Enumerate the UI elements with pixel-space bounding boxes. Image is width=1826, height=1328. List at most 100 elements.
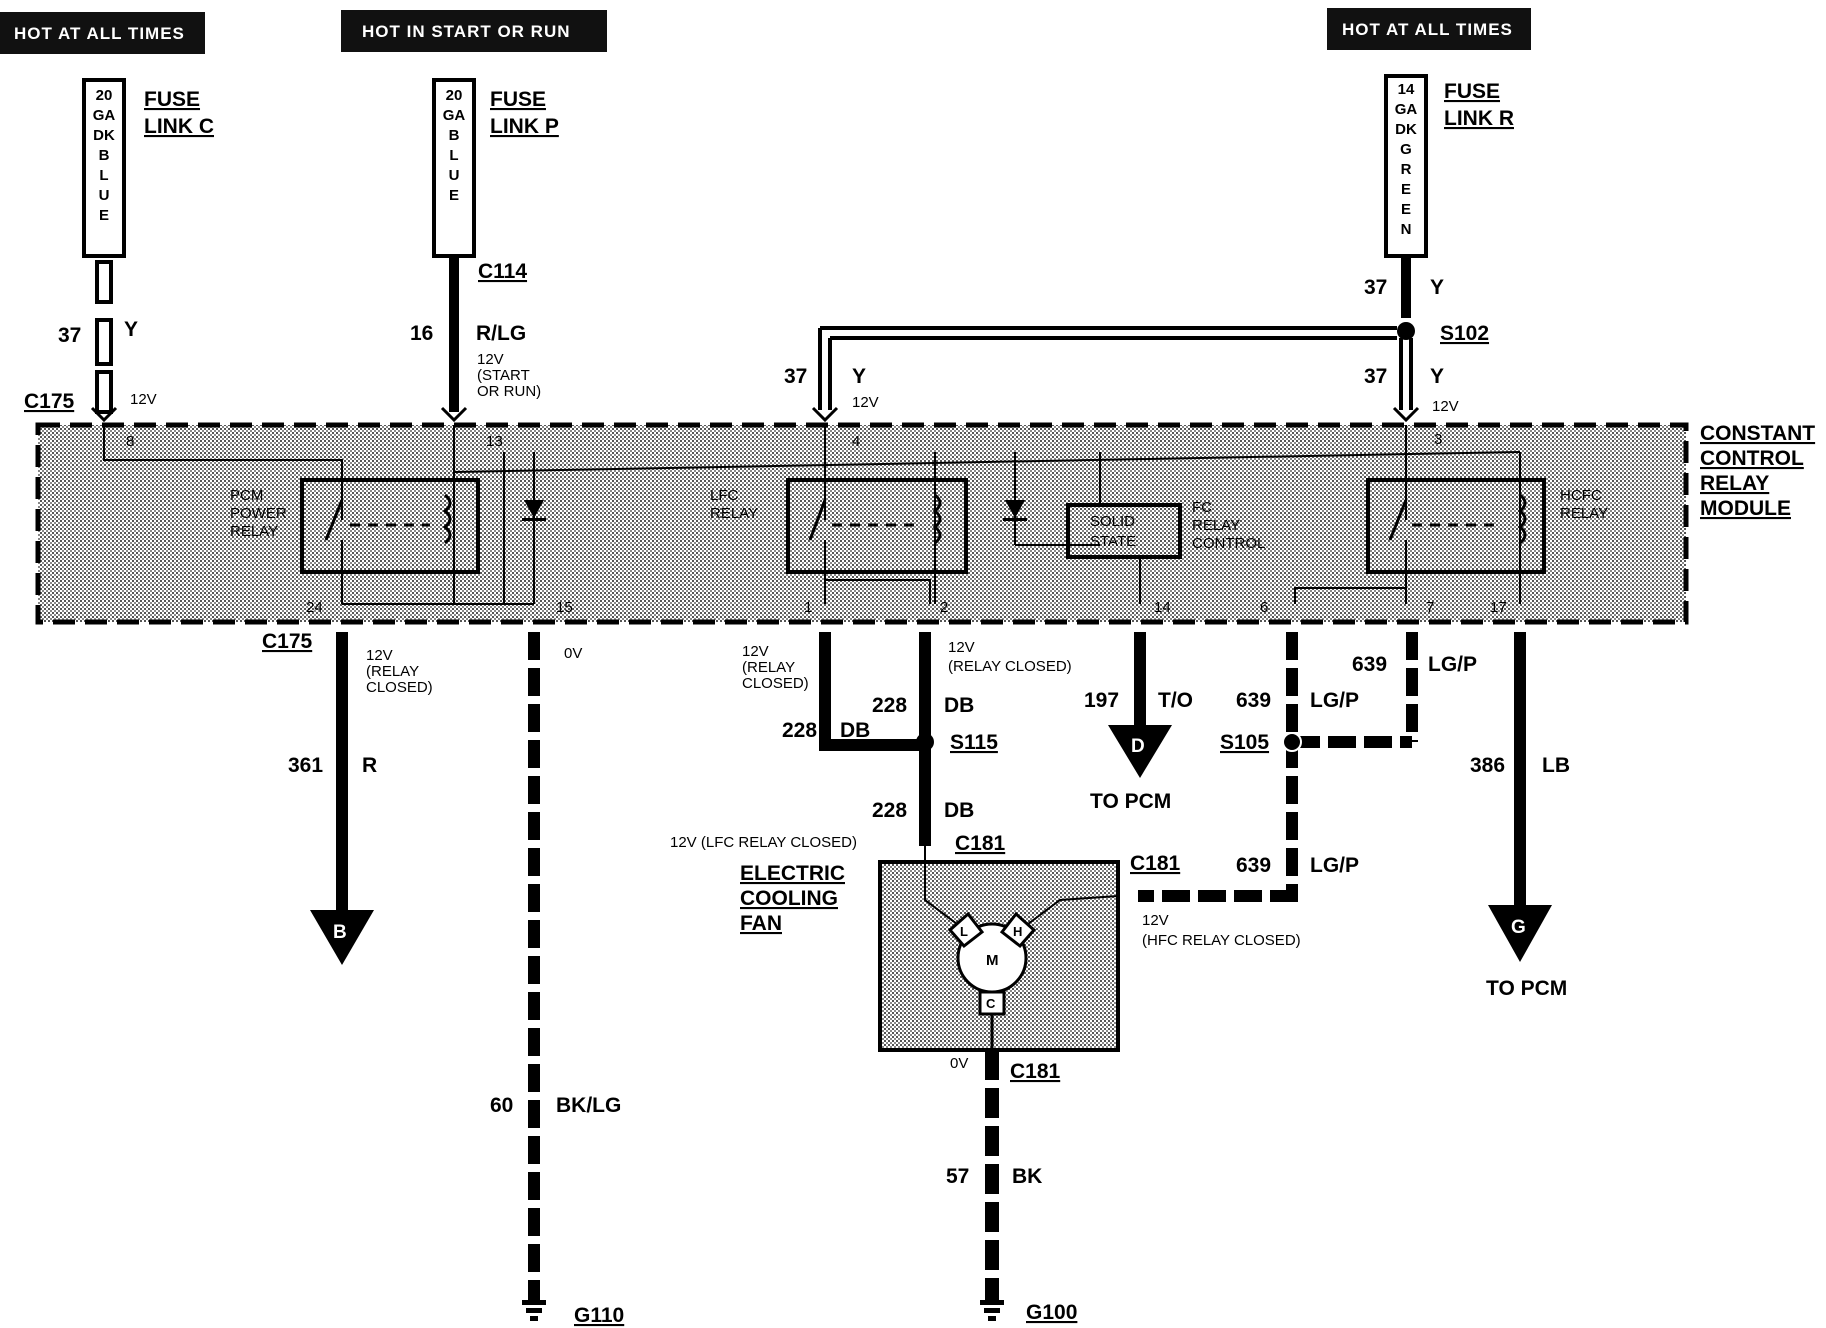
fuse-gauge-line: 20 [446,87,463,104]
svg-text:LB: LB [1542,754,1570,777]
svg-text:LG/P: LG/P [1310,689,1359,712]
svg-text:8: 8 [126,433,134,450]
svg-text:G100: G100 [1026,1301,1077,1324]
fuse-link-c-title-2: LINK C [144,115,214,138]
svg-text:G110: G110 [574,1304,624,1327]
pin-labels: 8 13 4 3 24 15 1 2 14 6 7 17 [126,431,1507,616]
svg-text:C181: C181 [955,832,1006,855]
header-left: HOT AT ALL TIMES [0,12,205,54]
svg-text:BK: BK [1012,1165,1042,1188]
svg-text:OR RUN): OR RUN) [477,383,541,400]
header-left-text: HOT AT ALL TIMES [14,24,185,43]
svg-text:DB: DB [840,719,870,742]
svg-text:12V: 12V [852,394,879,411]
svg-text:C: C [986,996,996,1011]
svg-text:0V: 0V [564,645,582,662]
svg-text:(RELAY: (RELAY [366,663,419,680]
fuse-gauge-line: E [1401,181,1411,198]
svg-text:4: 4 [852,433,860,450]
fan-title-2: COOLING [740,887,838,910]
svg-text:12V: 12V [1142,912,1169,929]
svg-text:R/LG: R/LG [476,322,526,345]
d-destination: TO PCM [1090,790,1171,813]
svg-text:C181: C181 [1010,1060,1061,1083]
fuse-gauge-line: GA [1395,101,1418,118]
diodes [522,500,1027,521]
fuse-gauge-line: L [449,147,458,164]
fuse-gauge-line: 14 [1398,81,1415,98]
svg-text:DB: DB [944,694,974,717]
svg-text:12V: 12V [948,639,975,656]
fan-title-3: FAN [740,912,782,935]
svg-text:CLOSED): CLOSED) [742,675,809,692]
svg-text:C114: C114 [478,260,527,283]
fuse-link-p-title-2: LINK P [490,115,559,138]
svg-text:FC: FC [1192,499,1212,516]
svg-text:60: 60 [490,1094,513,1117]
svg-text:Y: Y [852,365,866,388]
svg-text:R: R [362,754,377,777]
solid-state-block: SOLID STATE FC RELAY CONTROL [1066,499,1265,559]
lfc-relay: LFC RELAY [710,478,968,574]
svg-text:15: 15 [556,599,573,616]
svg-text:CONSTANT: CONSTANT [1700,422,1815,445]
svg-text:13: 13 [486,433,503,450]
svg-text:24: 24 [306,599,323,616]
svg-text:639: 639 [1236,854,1271,877]
svg-text:C175: C175 [262,630,313,653]
s105-splice [1282,732,1302,752]
svg-text:S115: S115 [950,731,998,754]
svg-text:1: 1 [804,599,812,616]
fuse-link-p-title-1: FUSE [490,88,546,111]
fuse-gauge-line: B [99,147,110,164]
fuse-gauge-line: 20 [96,87,113,104]
svg-text:37: 37 [1364,276,1387,299]
svg-text:STATE: STATE [1090,533,1136,550]
svg-text:C175: C175 [24,390,75,413]
svg-text:Y: Y [1430,365,1444,388]
svg-text:CONTROL: CONTROL [1192,535,1265,552]
svg-text:14: 14 [1154,599,1171,616]
svg-text:POWER: POWER [230,505,287,522]
top-wires [95,256,1413,414]
svg-text:PCM: PCM [230,487,263,504]
hcfc-relay: HCFC RELAY [1366,478,1608,574]
fuse-gauge-line: E [99,207,109,224]
svg-text:Y: Y [124,318,138,341]
svg-text:RELAY: RELAY [230,523,278,540]
fuse-link-r-title-2: LINK R [1444,107,1514,130]
svg-text:RELAY: RELAY [1560,505,1608,522]
svg-text:RELAY: RELAY [1192,517,1240,534]
fuse-gauge-line: U [99,187,110,204]
svg-text:0V: 0V [950,1055,968,1072]
svg-text:C181: C181 [1130,852,1181,875]
s115-splice [916,733,934,751]
module-internal-wiring [103,425,1521,605]
svg-text:2: 2 [940,599,948,616]
svg-text:386: 386 [1470,754,1505,777]
svg-text:H: H [1013,924,1022,939]
svg-text:37: 37 [58,324,81,347]
entry-arrows [90,406,1420,423]
svg-text:12V: 12V [366,647,393,664]
fuse-gauge-line: E [449,187,459,204]
cooling-fan: M L H C ELECTRIC COOLING FAN [740,846,1120,1052]
fuse-gauge-line: L [99,167,108,184]
header-middle: HOT IN START OR RUN [341,10,607,52]
svg-text:BK/LG: BK/LG [556,1094,621,1117]
svg-text:RELAY: RELAY [1700,472,1769,495]
arrow-b: B [310,910,374,965]
svg-text:LG/P: LG/P [1428,653,1477,676]
fuse-gauge-line: U [449,167,460,184]
svg-text:D: D [1131,736,1145,757]
svg-text:CLOSED): CLOSED) [366,679,433,696]
fuse-gauge-line: G [1400,141,1412,158]
svg-text:228: 228 [872,799,907,822]
svg-text:228: 228 [872,694,907,717]
svg-text:LFC: LFC [710,487,739,504]
fuse-gauge-line: GA [93,107,116,124]
arrow-g: G TO PCM [1486,905,1567,1000]
svg-text:12V: 12V [742,643,769,660]
